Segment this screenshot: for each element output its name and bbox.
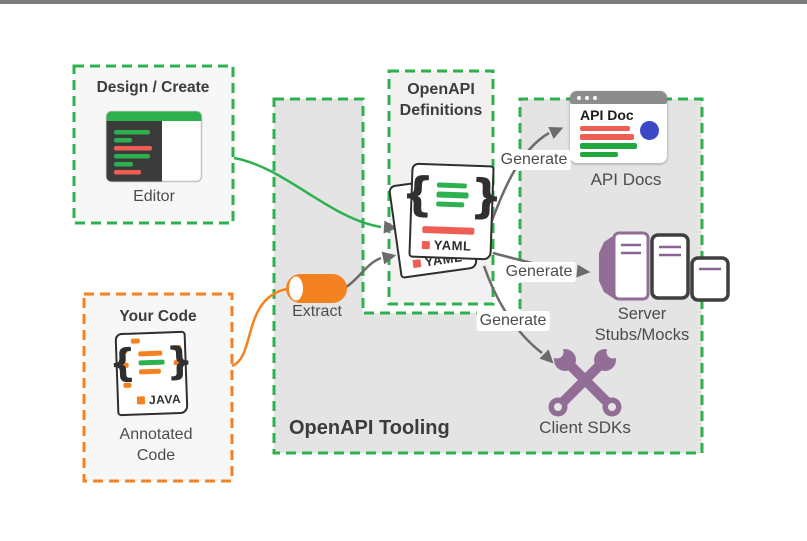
code-bar bbox=[137, 350, 162, 356]
arrowhead-icon bbox=[381, 251, 397, 265]
code-bar bbox=[435, 201, 464, 208]
wrench-a bbox=[548, 345, 620, 417]
edge-editor-to-definitions bbox=[233, 156, 382, 229]
definitions-line2: Definitions bbox=[399, 102, 483, 119]
code-bar bbox=[436, 182, 467, 189]
edge-code-to-extract bbox=[231, 287, 288, 368]
top-border-bar bbox=[0, 0, 807, 4]
java-annotated-file-icon: { } JAVA bbox=[108, 330, 194, 417]
editor-icon bbox=[105, 110, 203, 188]
open-brace: { bbox=[108, 340, 137, 386]
badge-square bbox=[136, 396, 146, 405]
braces-graphic: { } bbox=[400, 166, 503, 224]
doc-line bbox=[580, 126, 630, 131]
tag-square bbox=[421, 240, 430, 249]
window-dot-icon bbox=[593, 95, 597, 100]
doc-line bbox=[580, 152, 618, 157]
extract-pipe-icon bbox=[286, 274, 347, 303]
server-line1: Server bbox=[617, 305, 667, 323]
api-doc-browser-icon: API Doc bbox=[570, 91, 667, 163]
arrowhead-icon bbox=[548, 127, 564, 139]
server-stack-icon bbox=[597, 231, 731, 307]
close-brace: } bbox=[165, 338, 194, 384]
generate-label-api-docs: Generate bbox=[497, 150, 571, 170]
openapi-tooling-title: OpenAPI Tooling bbox=[289, 417, 450, 439]
browser-titlebar bbox=[570, 91, 667, 104]
window-dot-icon bbox=[577, 95, 581, 100]
your-code-title: Your Code bbox=[119, 308, 197, 325]
java-badge: JAVA bbox=[136, 391, 182, 408]
tag-text: YAML bbox=[433, 237, 472, 254]
code-bar bbox=[138, 368, 161, 374]
code-bars bbox=[435, 182, 469, 208]
doc-bullet-icon bbox=[640, 121, 659, 140]
yaml-doc-front: { } YAML bbox=[400, 162, 504, 261]
open-brace: { bbox=[400, 166, 436, 222]
generate-label-sdks: Generate bbox=[476, 311, 550, 331]
yaml-files-icon: YAML { } YAML bbox=[387, 162, 504, 279]
extract-caption: Extract bbox=[292, 303, 342, 320]
arrowhead-icon bbox=[383, 220, 398, 234]
tag-square bbox=[412, 258, 422, 268]
browser-page-title: API Doc bbox=[580, 107, 634, 123]
braces-graphic: { } bbox=[108, 339, 194, 386]
server-line2: Stubs/Mocks bbox=[594, 326, 690, 344]
annotated-line2: Code bbox=[136, 447, 176, 464]
badge-text: JAVA bbox=[148, 391, 182, 408]
api-docs-caption: API Docs bbox=[590, 170, 662, 189]
arrowhead-icon bbox=[539, 349, 554, 364]
doc-line bbox=[580, 143, 637, 149]
arrowhead-icon bbox=[576, 264, 591, 278]
close-brace: } bbox=[469, 168, 504, 224]
code-bar bbox=[435, 191, 469, 199]
annotated-line1: Annotated bbox=[119, 426, 193, 443]
definitions-line1: OpenAPI bbox=[407, 81, 475, 98]
window-dot-icon bbox=[585, 95, 589, 100]
yaml-tag: YAML bbox=[421, 237, 472, 254]
doc-line bbox=[580, 134, 634, 140]
client-sdks-caption: Client SDKs bbox=[539, 418, 631, 437]
java-doc-sheet: { } JAVA bbox=[108, 330, 194, 417]
wrenches-icon bbox=[543, 345, 627, 425]
wrench-b bbox=[550, 345, 622, 417]
edge-extract-to-definitions bbox=[345, 256, 382, 289]
code-bar bbox=[422, 225, 475, 235]
design-create-title: Design / Create bbox=[96, 79, 210, 96]
generate-label-server: Generate bbox=[502, 262, 576, 282]
code-bar bbox=[138, 359, 165, 365]
openapi-definitions-title: OpenAPI Definitions bbox=[400, 79, 483, 121]
code-bars bbox=[137, 350, 165, 374]
editor-caption: Editor bbox=[133, 188, 175, 205]
